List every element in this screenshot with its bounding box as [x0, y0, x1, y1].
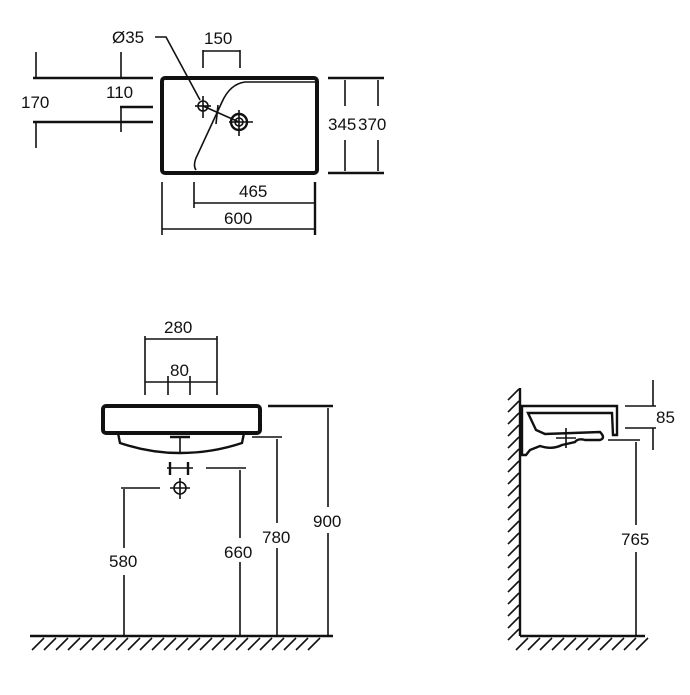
diameter-leader	[155, 36, 201, 101]
waste-hole-icon	[229, 110, 253, 136]
label-waste-spacing: 80	[170, 361, 189, 380]
label-basin-height: 85	[656, 408, 675, 427]
top-view: Ø35 150 170 110 345 370 465 600	[21, 28, 386, 235]
floor-hatch	[31, 637, 321, 651]
bowl-curve	[193, 81, 315, 171]
tap-hole-icon	[195, 96, 211, 118]
waste-outlet-icon	[170, 478, 190, 499]
label-underside-height: 780	[262, 528, 290, 547]
label-outer-width: 600	[224, 209, 252, 228]
label-depth-a: 170	[21, 93, 49, 112]
label-tap-offset: 150	[204, 29, 232, 48]
side-floor-hatch	[515, 637, 649, 651]
basin-side-profile	[520, 404, 619, 457]
basin-underside	[116, 432, 246, 455]
label-rim-height: 900	[313, 512, 341, 531]
label-outer-depth: 370	[358, 115, 386, 134]
label-waste-height: 580	[109, 552, 137, 571]
front-view: 280 80 580 660 780	[30, 318, 341, 651]
side-view: 85 765	[507, 380, 675, 651]
label-bracket-spacing: 280	[164, 318, 192, 337]
wall-hatch	[507, 388, 520, 641]
hole-connector	[202, 105, 240, 123]
label-bracket-height: 660	[224, 543, 252, 562]
label-inner-width: 465	[239, 182, 267, 201]
label-depth-b: 110	[106, 83, 133, 102]
label-inner-depth: 345	[328, 115, 356, 134]
basin-outline-top	[160, 76, 319, 175]
basin-front	[101, 404, 262, 435]
label-clearance-height: 765	[621, 530, 649, 549]
label-diameter: Ø35	[112, 28, 144, 47]
